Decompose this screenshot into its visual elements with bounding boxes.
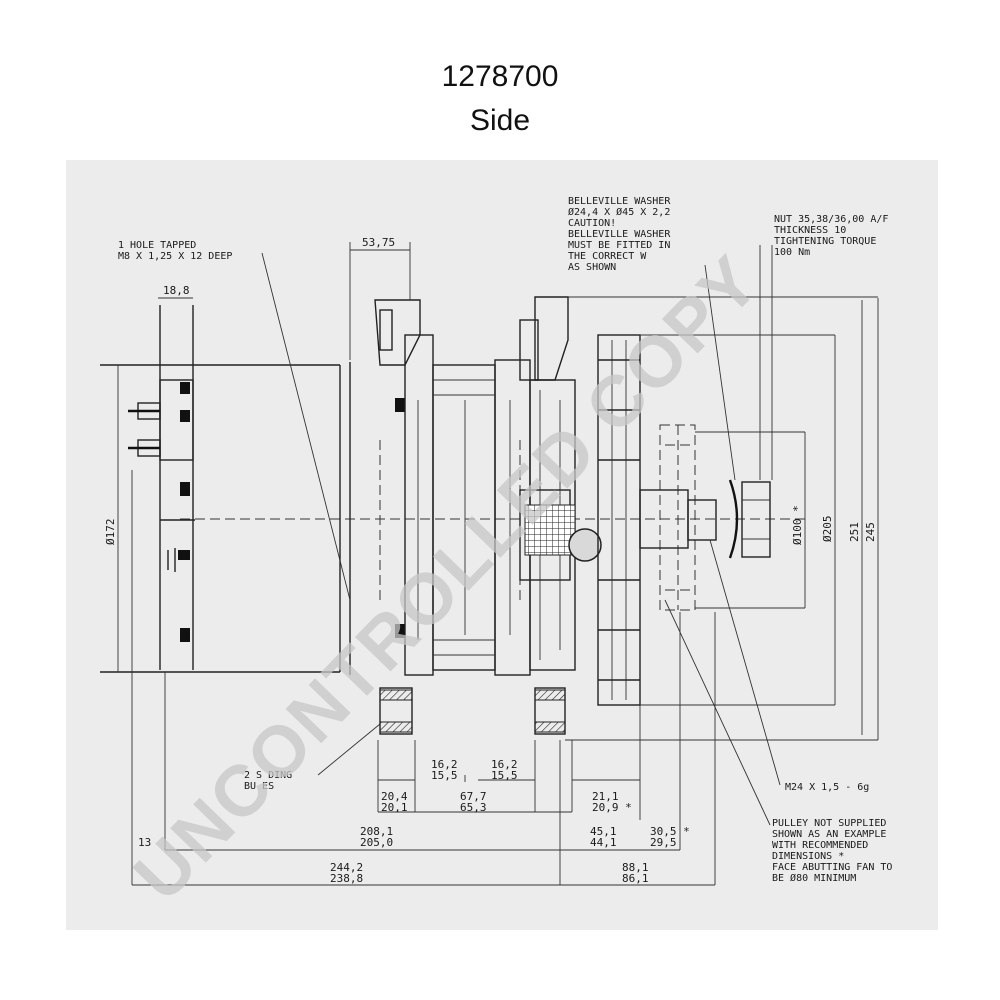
callout-nut-3: TIGHTENING TORQUE: [774, 236, 876, 247]
dim-205-0: 205,0: [360, 836, 393, 849]
leader-bushes: [317, 723, 381, 776]
dim-18-8: 18,8: [163, 284, 190, 297]
callout-hole-tapped-2: M8 X 1,25 X 12 DEEP: [118, 251, 232, 262]
view-title: Side: [469, 104, 531, 137]
dim-20-4: 20,4: [381, 790, 408, 803]
leader-pulley: [664, 599, 771, 826]
callout-washer-6: THE CORRECT W: [568, 251, 647, 262]
callout-thread: M24 X 1,5 - 6g: [785, 782, 869, 793]
dim-dia-100: Ø100 *: [791, 505, 804, 545]
callout-washer-7: AS SHOWN: [568, 262, 616, 273]
callout-pulley-5: FACE ABUTTING FAN TO: [772, 862, 892, 873]
leader-washer: [704, 264, 736, 481]
sliding-bushes: [379, 687, 566, 735]
dim-245: 245: [864, 522, 877, 542]
dimension-lines: [117, 242, 879, 886]
leader-tapped-hole: [261, 252, 351, 601]
dim-244-2: 244,2: [330, 861, 363, 874]
callout-bushes-2: BU ES: [244, 781, 274, 792]
callout-pulley-6: BE Ø80 MINIMUM: [772, 872, 856, 884]
dim-dia-205: Ø205: [821, 516, 834, 543]
bearing-grid: [524, 504, 576, 556]
callout-bushes-1: 2 S DING: [244, 770, 292, 781]
dim-15-5-a: 15,5: [431, 769, 458, 782]
shaft-nut: [741, 481, 771, 558]
dim-88-1: 88,1: [622, 861, 649, 874]
terminal-nut-1: [180, 382, 190, 394]
callout-pulley-4: DIMENSIONS *: [772, 851, 844, 862]
dim-44-1: 44,1: [590, 836, 617, 849]
terminal-nut-3: [180, 482, 190, 496]
dim-30-5: 30,5 *: [650, 825, 690, 838]
dimension-values: 53,75 18,8 Ø172 Ø100 * Ø205 251 245 16,2…: [104, 236, 877, 885]
terminal-nut-5: [178, 550, 190, 560]
callout-hole-tapped-1: 1 HOLE TAPPED: [118, 240, 196, 251]
rear-housing: [100, 362, 405, 675]
dim-13: 13: [138, 836, 151, 849]
dim-20-9: 20,9 *: [592, 801, 632, 814]
dim-15-5-b: 15,5: [491, 769, 518, 782]
dim-16-2-a: 16,2: [431, 758, 458, 771]
terminal-block: [128, 305, 195, 670]
dim-238-8: 238,8: [330, 872, 363, 885]
bearing-ball: [568, 528, 602, 562]
part-number-title: 1278700: [441, 60, 559, 93]
callout-washer-3: CAUTION!: [568, 218, 616, 229]
callout-washer-4: BELLEVILLE WASHER: [568, 229, 671, 240]
dim-251: 251: [848, 522, 861, 542]
callout-pulley-2: SHOWN AS AN EXAMPLE: [772, 829, 886, 840]
dim-20-1: 20,1: [381, 801, 408, 814]
dim-65-3: 65,3: [460, 801, 487, 814]
dim-dia-172: Ø172: [104, 519, 117, 546]
callout-nut-2: THICKNESS 10: [774, 225, 846, 236]
callout-pulley-1: PULLEY NOT SUPPLIED: [772, 818, 886, 829]
callout-pulley-3: WITH RECOMMENDED: [772, 840, 868, 851]
callout-nut-1: NUT 35,38/36,00 A/F: [774, 214, 888, 225]
dim-16-2-b: 16,2: [491, 758, 518, 771]
dim-29-5: 29,5: [650, 836, 677, 849]
terminal-nut-4: [180, 628, 190, 642]
drawing-sheet: [66, 160, 938, 930]
dim-45-1: 45,1: [590, 825, 617, 838]
callout-washer-1: BELLEVILLE WASHER: [568, 196, 671, 207]
front-housing: [519, 379, 602, 671]
pulley-outline: [659, 424, 696, 611]
shaft-assembly: [639, 479, 771, 559]
terminal-nut-2: [180, 410, 190, 422]
callout-nut-4: 100 Nm: [774, 247, 810, 258]
callout-washer-5: MUST BE FITTED IN: [568, 240, 670, 251]
dim-67-7: 67,7: [460, 790, 487, 803]
callout-washer-2: Ø24,4 X Ø45 X 2,2: [568, 206, 670, 218]
dim-208-1: 208,1: [360, 825, 393, 838]
dim-21-1: 21,1: [592, 790, 619, 803]
dim-86-1: 86,1: [622, 872, 649, 885]
callouts: 1 HOLE TAPPED M8 X 1,25 X 12 DEEP BELLEV…: [118, 196, 892, 884]
alternator-drawing: [100, 296, 810, 735]
belleville-washer: [728, 479, 739, 559]
dim-53-75: 53,75: [362, 236, 395, 249]
leader-thread: [709, 539, 781, 786]
